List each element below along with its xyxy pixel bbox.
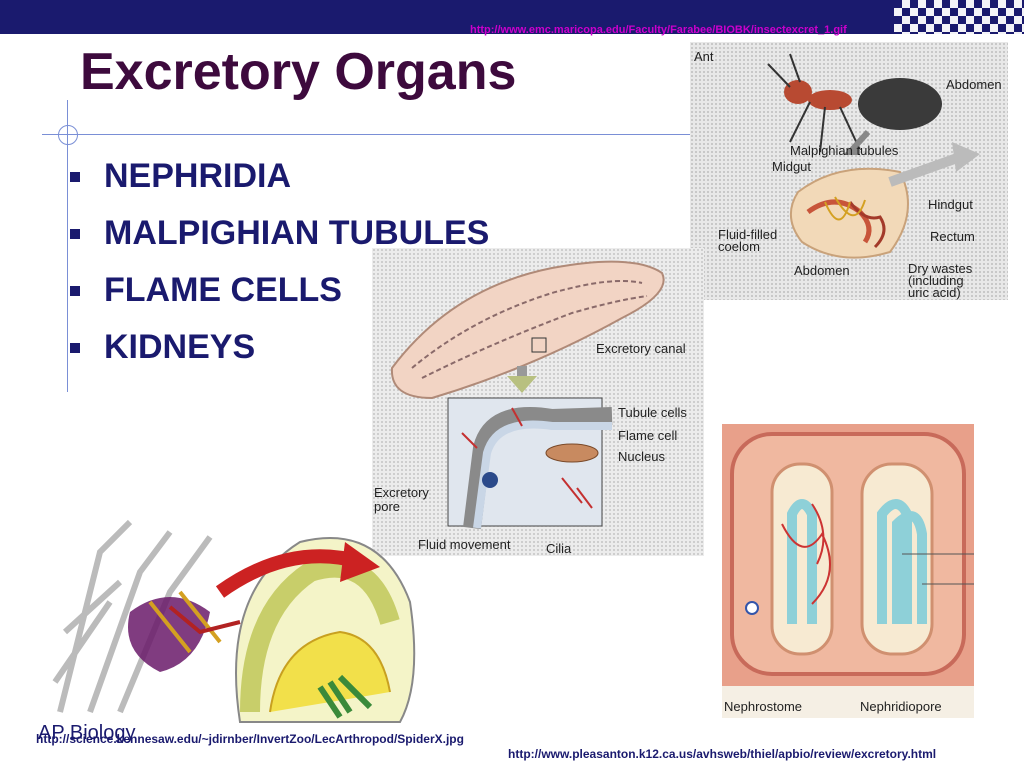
label-fluid-movement: Fluid movement bbox=[418, 537, 511, 552]
spider-illustration bbox=[52, 519, 416, 723]
spider-anatomy-figure bbox=[40, 512, 422, 724]
bullet-text: FLAME CELLS bbox=[104, 271, 342, 309]
label-excretory: Excretory bbox=[374, 485, 429, 500]
footer-brand: AP Biology bbox=[38, 722, 136, 744]
ant-malpighian-figure: Ant Abdomen Malpighian tubules Midgut Hi… bbox=[690, 42, 1008, 300]
ant-illustration bbox=[767, 53, 980, 259]
source-url-bottom[interactable]: http://www.pleasanton.k12.ca.us/avhsweb/… bbox=[508, 747, 937, 761]
label-rectum: Rectum bbox=[930, 229, 975, 244]
bullet-item: NEPHRIDIA bbox=[70, 148, 489, 205]
label-abdomen-bottom: Abdomen bbox=[794, 263, 850, 278]
label-tubule-cells: Tubule cells bbox=[618, 405, 687, 420]
label-hindgut: Hindgut bbox=[928, 197, 973, 212]
label-coelom: coelom bbox=[718, 239, 760, 254]
label-nephrostome: Nephrostome bbox=[724, 699, 803, 714]
label-nephridiopore: Nephridiopore bbox=[860, 699, 942, 714]
header-checker-pattern bbox=[894, 0, 1024, 34]
label-including: (including bbox=[908, 273, 964, 288]
bullet-text: MALPIGHIAN TUBULES bbox=[104, 214, 490, 252]
label-cilia: Cilia bbox=[546, 541, 572, 556]
label-nucleus: Nucleus bbox=[618, 449, 665, 464]
header-bar bbox=[0, 0, 1024, 34]
label-fluid-filled: Fluid-filled bbox=[718, 227, 778, 242]
label-midgut: Midgut bbox=[772, 159, 812, 174]
earthworm-illustration bbox=[722, 424, 974, 686]
square-bullet-icon bbox=[70, 285, 80, 296]
guide-line-horizontal bbox=[42, 134, 732, 135]
earthworm-nephridia-figure: Nephrostome Nephridiopore bbox=[722, 424, 974, 718]
source-url-spider[interactable]: http://science.kennesaw.edu/~jdirnber/In… bbox=[36, 732, 464, 746]
square-bullet-icon bbox=[70, 342, 80, 353]
label-flame-cell: Flame cell bbox=[618, 428, 678, 443]
label-dry-wastes: Dry wastes bbox=[908, 261, 973, 276]
flatworm-flame-cell-figure: Excretory canal Tubule cells Flame cell … bbox=[372, 248, 704, 556]
flatworm-illustration bbox=[390, 260, 665, 530]
bullet-text: KIDNEYS bbox=[104, 328, 256, 366]
label-malpighian-tubules: Malpighian tubules bbox=[790, 143, 899, 158]
bullet-text: NEPHRIDIA bbox=[104, 157, 292, 195]
crosshair-circle bbox=[58, 125, 78, 145]
guide-line-vertical bbox=[67, 100, 68, 392]
label-abdomen-top: Abdomen bbox=[946, 77, 1002, 92]
bullet-item: KIDNEYS bbox=[70, 319, 489, 376]
label-pore: pore bbox=[374, 499, 401, 514]
slide-title: Excretory Organs bbox=[80, 43, 517, 101]
source-url-top[interactable]: http://www.emc.maricopa.edu/Faculty/Fara… bbox=[470, 24, 847, 36]
label-uric-acid: uric acid) bbox=[908, 285, 961, 300]
label-ant: Ant bbox=[694, 49, 714, 64]
square-bullet-icon bbox=[70, 171, 80, 182]
bullet-item: MALPIGHIAN TUBULES bbox=[70, 205, 489, 262]
label-excretory-canal: Excretory canal bbox=[596, 341, 686, 356]
square-bullet-icon bbox=[70, 228, 80, 239]
bullet-item: FLAME CELLS bbox=[70, 262, 489, 319]
bullet-list: NEPHRIDIA MALPIGHIAN TUBULES FLAME CELLS… bbox=[70, 148, 489, 376]
